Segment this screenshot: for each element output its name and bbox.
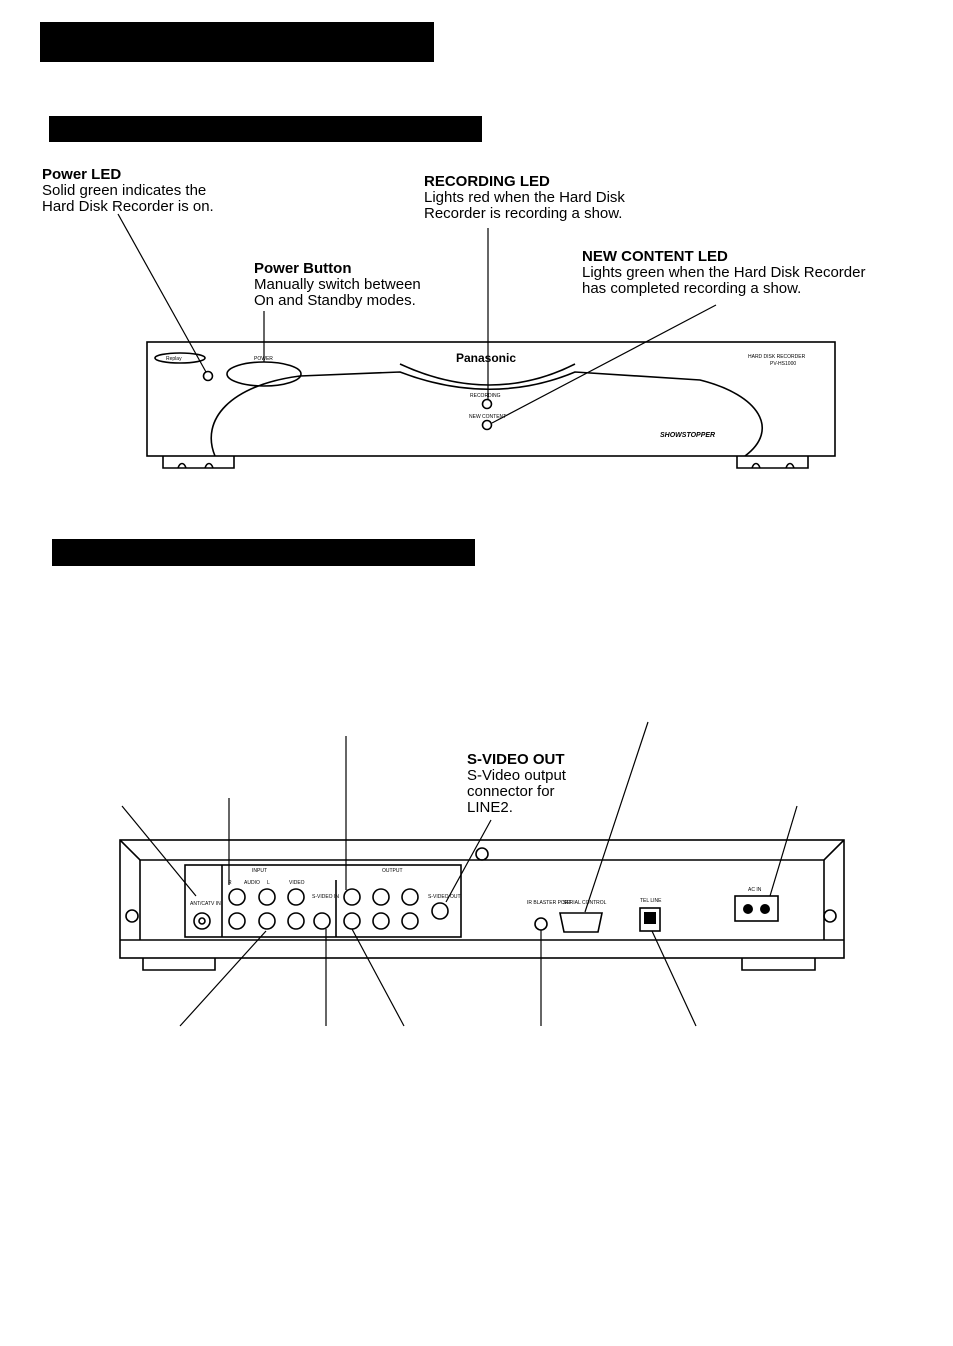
s-video-out-desc: S-Video output connector for LINE2. xyxy=(467,767,566,816)
power-led-shape xyxy=(202,370,214,382)
s-video-out-title: S-VIDEO OUT xyxy=(467,751,565,768)
antenna-jack xyxy=(193,912,211,930)
s-video-out-jack xyxy=(431,902,449,920)
serial-control-label: SERIAL CONTROL xyxy=(563,900,607,906)
new-content-led-title: NEW CONTENT LED xyxy=(582,248,728,265)
video-label: VIDEO xyxy=(289,880,305,886)
ac-in-socket xyxy=(734,895,779,922)
power-led-desc: Solid green indicates the Hard Disk Reco… xyxy=(42,182,214,215)
ac-in-label: AC IN xyxy=(748,887,762,893)
ir-blaster-label: IR BLASTER PORT xyxy=(527,900,571,906)
replay-logo-text: Replay xyxy=(166,356,182,362)
power-button-desc: Manually switch between On and Standby m… xyxy=(254,276,421,309)
s-video-out-callout: S-VIDEO OUT S-Video output connector for… xyxy=(467,752,566,816)
audio-l-label: L xyxy=(267,880,270,886)
recording-led-desc: Lights red when the Hard Disk Recorder i… xyxy=(424,189,625,222)
rear-body xyxy=(119,839,845,959)
recording-label: RECORDING xyxy=(470,393,501,399)
audio-label: AUDIO xyxy=(244,880,260,886)
s-video-in-jack xyxy=(313,912,331,930)
panasonic-brand: Panasonic xyxy=(456,351,516,365)
ir-blaster-jack xyxy=(534,917,548,931)
power-button-callout: Power Button Manually switch between On … xyxy=(254,261,421,309)
audio-r-label: R xyxy=(228,880,232,886)
tel-line-label: TEL LINE xyxy=(640,898,662,904)
model-line1: HARD DISK RECORDER xyxy=(748,354,806,360)
power-led-callout: Power LED Solid green indicates the Hard… xyxy=(42,167,214,215)
replay-logo xyxy=(154,352,206,364)
output-label: OUTPUT xyxy=(382,868,403,874)
power-led-title: Power LED xyxy=(42,166,122,183)
recording-led-callout: RECORDING LED Lights red when the Hard D… xyxy=(424,174,625,222)
rear-panel-section-bar xyxy=(52,539,475,566)
new-content-led-callout: NEW CONTENT LED Lights green when the Ha… xyxy=(582,249,865,297)
new-content-led-desc: Lights green when the Hard Disk Recorder… xyxy=(582,264,866,297)
s-video-out-label: S-VIDEO OUT xyxy=(428,894,461,900)
input-label: INPUT xyxy=(252,868,267,874)
showstopper-logo: SHOWSTOPPER xyxy=(660,432,715,439)
front-panel-section-bar xyxy=(49,116,482,142)
power-button-title: Power Button xyxy=(254,260,352,277)
recording-led-shape xyxy=(481,398,493,410)
serial-port xyxy=(559,912,603,933)
model-line2: PV-HS1000 xyxy=(770,361,796,367)
front-body xyxy=(146,341,836,457)
antenna-label: ANT/CATV IN xyxy=(190,901,221,907)
page-header-bar xyxy=(40,22,434,62)
s-video-in-label: S-VIDEO IN xyxy=(312,894,339,900)
av-connector-panel xyxy=(184,864,462,938)
recording-led-title: RECORDING LED xyxy=(424,173,550,190)
new-content-led-shape xyxy=(481,419,493,431)
tel-line-jack xyxy=(639,907,661,932)
power-button-shape xyxy=(226,361,302,387)
new-content-label: NEW CONTENT xyxy=(469,414,506,420)
